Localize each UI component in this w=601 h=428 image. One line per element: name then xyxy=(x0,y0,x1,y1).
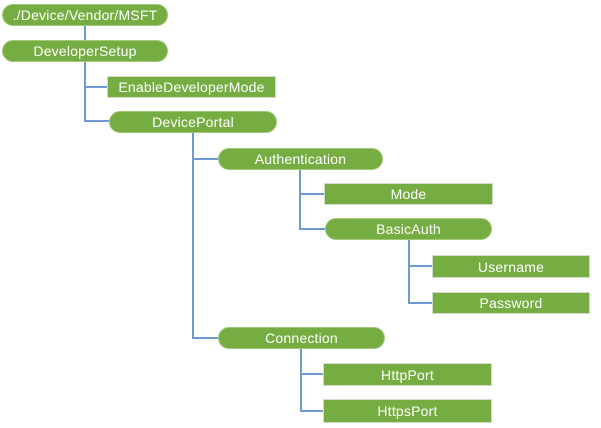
connector-segment xyxy=(84,120,109,122)
connector-segment xyxy=(299,228,325,230)
node-label: ./Device/Vendor/MSFT xyxy=(12,7,158,23)
connector-segment xyxy=(192,133,194,339)
node-label: Connection xyxy=(265,330,338,346)
connector-segment xyxy=(408,265,432,267)
node-enable-developer-mode: EnableDeveloperMode xyxy=(107,76,276,98)
node-basic-auth: BasicAuth xyxy=(325,218,492,240)
connector-segment xyxy=(300,410,323,412)
node-label: Password xyxy=(479,295,543,311)
connector-segment xyxy=(408,302,432,304)
connector-segment xyxy=(300,373,323,375)
node-root: ./Device/Vendor/MSFT xyxy=(2,4,168,26)
node-http-port: HttpPort xyxy=(323,363,492,386)
node-label: HttpsPort xyxy=(377,403,438,419)
connector-segment xyxy=(192,158,218,160)
connector-segment xyxy=(192,337,218,339)
node-device-portal: DevicePortal xyxy=(109,111,277,133)
node-developer-setup: DeveloperSetup xyxy=(2,40,168,62)
node-label: Authentication xyxy=(254,151,347,167)
node-authentication: Authentication xyxy=(218,148,383,170)
node-https-port: HttpsPort xyxy=(323,399,492,423)
node-label: DevicePortal xyxy=(152,114,234,130)
node-password: Password xyxy=(432,292,590,314)
node-label: EnableDeveloperMode xyxy=(118,79,265,95)
node-label: BasicAuth xyxy=(376,221,441,237)
node-label: DeveloperSetup xyxy=(33,43,137,59)
connector-segment xyxy=(299,170,301,230)
connector-segment xyxy=(84,62,86,122)
connector-segment xyxy=(84,26,86,40)
connector-segment xyxy=(300,349,302,412)
connector-segment xyxy=(408,240,410,304)
connector-segment xyxy=(299,193,324,195)
node-mode: Mode xyxy=(324,183,493,205)
node-username: Username xyxy=(432,255,590,278)
node-label: Mode xyxy=(390,186,427,202)
connector-segment xyxy=(84,86,107,88)
node-connection: Connection xyxy=(218,327,385,349)
node-label: Username xyxy=(477,258,545,275)
node-label: HttpPort xyxy=(381,366,434,383)
